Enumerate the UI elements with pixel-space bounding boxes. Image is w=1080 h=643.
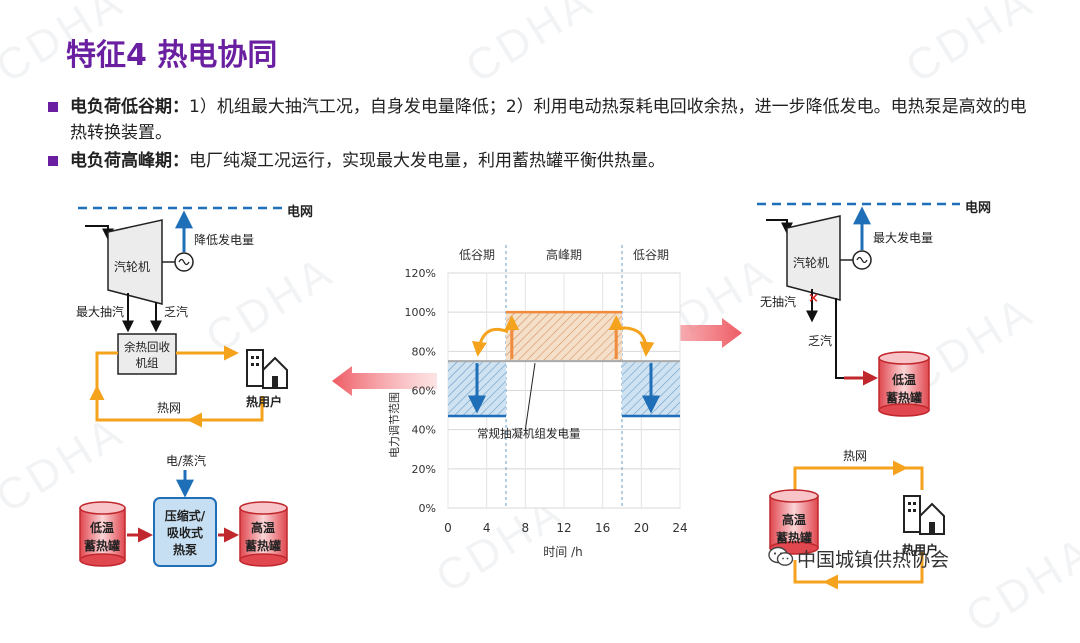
heat-network-label: 热网	[157, 401, 181, 415]
peak-range-area	[506, 312, 622, 362]
period-label: 低谷期	[459, 248, 495, 262]
recovery-unit-label: 机组	[136, 356, 159, 370]
baseline-label: 常规抽凝机组发电量	[477, 427, 581, 441]
low-tank-label: 蓄热罐	[886, 390, 922, 405]
low-temp-tank	[878, 351, 930, 417]
turbine-shape	[786, 215, 841, 301]
wechat-icon	[768, 546, 794, 566]
grid-label: 电网	[287, 204, 313, 220]
turbine-label: 汽轮机	[793, 255, 829, 270]
x-tick-label: 24	[672, 521, 687, 535]
label-pointer	[524, 363, 536, 430]
y-tick-label: 120%	[405, 267, 436, 280]
period-label: 高峰期	[546, 247, 582, 262]
high-tank-label: 高温	[251, 520, 275, 535]
x-tick-label: 16	[595, 521, 610, 535]
bullet-valley: 电负荷低谷期：1）机组最大抽汽工况，自身发电量降低；2）利用电动热泵耗电回收余热…	[48, 94, 1028, 146]
x-tick-label: 0	[444, 521, 452, 535]
turbine-shape	[107, 219, 163, 305]
x-tick-label: 4	[483, 521, 491, 535]
curved-arrow	[471, 327, 509, 357]
building-icon	[246, 349, 288, 389]
recovery-unit-label: 余热回收	[124, 340, 170, 354]
y-tick-label: 0%	[419, 502, 436, 515]
curved-arrow	[621, 326, 655, 357]
exhaust-label: 乏汽	[164, 304, 188, 319]
y-tick-label: 20%	[412, 463, 436, 476]
high-tank-label: 蓄热罐	[245, 538, 281, 553]
low-tank-label: 低温	[89, 520, 114, 535]
power-regulation-chart: 常规抽凝机组发电量 0% 20% 40% 60% 80% 100% 120% 0 4 8 12 16 2…	[387, 245, 688, 559]
bullet-peak: 电负荷高峰期：电厂纯凝工况运行，实现最大发电量，利用蓄热罐平衡供热量。	[48, 148, 1028, 174]
page-title: 特征4 热电协同	[66, 38, 278, 73]
heat-pump-label: 热泵	[173, 542, 197, 557]
y-tick-label: 60%	[412, 385, 436, 398]
exhaust-label: 乏汽	[808, 333, 832, 348]
x-tick-label: 20	[634, 521, 649, 535]
chart-ticks: 0% 20% 40% 60% 80% 100% 120% 0 4 8 12 16 20 24 低谷期 高峰期 低…	[405, 247, 688, 535]
bullet-heading: 电负荷高峰期：	[70, 151, 189, 171]
chart-marks: 常规抽凝机组发电量	[448, 310, 680, 441]
cross-icon: ×	[808, 291, 819, 306]
high-tank-label: 高温	[782, 512, 806, 527]
steam-inlet	[85, 225, 114, 241]
low-tank-label: 蓄热罐	[84, 538, 120, 553]
arrow-left-pink	[332, 366, 437, 396]
x-tick-label: 8	[522, 521, 530, 535]
grid-label: 电网	[965, 200, 991, 216]
bullet-heading: 电负荷低谷期：	[70, 97, 189, 117]
reduce-gen-label: 降低发电量	[194, 232, 254, 247]
y-tick-label: 40%	[412, 424, 436, 437]
y-tick-label: 80%	[412, 345, 436, 358]
heat-user-label: 热用户	[246, 394, 282, 409]
heat-pump-label: 吸收式	[167, 525, 203, 540]
bullet-text: 电厂纯凝工况运行，实现最大发电量，利用蓄热罐平衡供热量。	[189, 151, 665, 171]
heat-loop	[793, 466, 924, 490]
left-diagram: 电网 汽轮机 降低发电量 最大抽汽 乏汽 余热回收 机组 热网 热用户 电/蒸汽…	[76, 200, 991, 590]
heat-user-label: 热用户	[902, 542, 938, 557]
max-extraction-label: 最大抽汽	[76, 304, 124, 319]
period-label: 低谷期	[633, 248, 669, 262]
bullet-marker	[48, 156, 58, 166]
high-temp-tank	[239, 501, 288, 567]
recovery-unit-box	[117, 333, 177, 375]
y-tick-label: 100%	[405, 306, 436, 319]
bullet-marker	[48, 102, 58, 112]
heat-pump-box	[153, 497, 217, 567]
chart-ylabel: 电力调节范围	[387, 392, 401, 458]
heat-network-label: 热网	[843, 449, 867, 463]
turbine-label: 汽轮机	[114, 259, 150, 274]
footer-brand: 中国城镇供热协会	[797, 549, 950, 571]
bullet-text: 1）机组最大抽汽工况，自身发电量降低；2）利用电动热泵耗电回收余热，进一步降低发…	[70, 97, 1027, 143]
max-gen-label: 最大发电量	[873, 230, 933, 245]
low-temp-tank	[79, 501, 126, 567]
elec-steam-label: 电/蒸汽	[166, 453, 206, 468]
heat-pump-label: 压缩式/	[165, 508, 206, 523]
high-temp-tank	[769, 489, 819, 555]
no-extraction-label: 无抽汽	[760, 294, 796, 309]
x-tick-label: 12	[556, 521, 571, 535]
low-tank-label: 低温	[891, 372, 916, 387]
chart-xlabel: 时间 /h	[543, 545, 582, 559]
building-icon	[903, 495, 945, 535]
high-tank-label: 蓄热罐	[776, 530, 812, 545]
